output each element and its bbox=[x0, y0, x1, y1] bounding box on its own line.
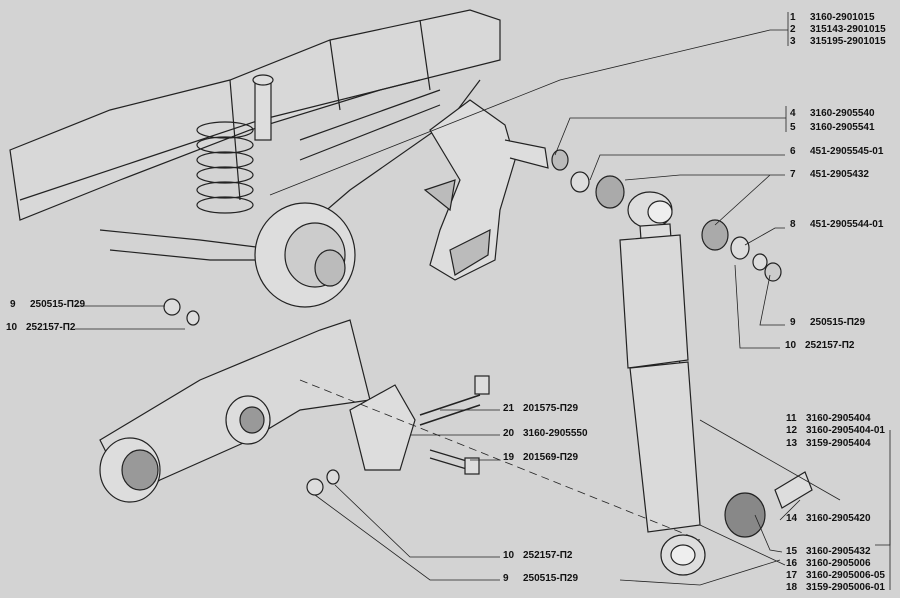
callout-number: 7 bbox=[790, 169, 796, 180]
coil-spring bbox=[196, 74, 274, 214]
callout-number: 19 bbox=[503, 452, 515, 463]
callout-10-right: 10 252157-П2 bbox=[785, 340, 854, 352]
part-number: 252157-П2 bbox=[805, 340, 855, 351]
callout-number: 10 bbox=[6, 322, 18, 333]
leader-lines bbox=[75, 12, 891, 590]
callout-8: 8 451-2905544-01 bbox=[790, 219, 883, 231]
callout-19: 19 201569-П29 bbox=[503, 452, 578, 464]
callout-3: 3 315195-2901015 bbox=[790, 36, 886, 48]
callout-number: 1 bbox=[790, 12, 796, 23]
callout-9-bottom: 9 250515-П29 bbox=[503, 573, 578, 585]
callout-number: 2 bbox=[790, 24, 796, 35]
callout-6: 6 451-2905545-01 bbox=[790, 146, 883, 158]
callout-16: 16 3160-2905006 bbox=[786, 558, 871, 570]
callout-12: 12 3160-2905404-01 bbox=[786, 425, 885, 437]
callout-number: 21 bbox=[503, 403, 515, 414]
callout-number: 18 bbox=[786, 582, 798, 593]
callout-9-right: 9 250515-П29 bbox=[790, 317, 865, 329]
callout-15: 15 3160-2905432 bbox=[786, 546, 871, 558]
callout-9-left: 9 250515-П29 bbox=[10, 299, 85, 311]
callout-20: 20 3160-2905550 bbox=[503, 428, 588, 440]
callout-17: 17 3160-2905006-05 bbox=[786, 570, 885, 582]
callout-21: 21 201575-П29 bbox=[503, 403, 578, 415]
part-number: 250515-П29 bbox=[810, 317, 866, 328]
part-number: 315195-2901015 bbox=[810, 36, 886, 47]
callout-number: 10 bbox=[785, 340, 797, 351]
part-number: 3159-2905404 bbox=[806, 438, 871, 449]
shock-upper-bracket bbox=[423, 99, 569, 281]
callout-number: 3 bbox=[790, 36, 796, 47]
shock-absorber bbox=[619, 191, 706, 576]
callout-11: 11 3160-2905404 bbox=[786, 413, 871, 425]
callout-number: 16 bbox=[786, 558, 798, 569]
callout-number: 15 bbox=[786, 546, 798, 557]
part-number: 201575-П29 bbox=[523, 403, 579, 414]
callout-number: 11 bbox=[786, 413, 797, 424]
callout-7: 7 451-2905432 bbox=[790, 169, 869, 181]
callout-number: 9 bbox=[10, 299, 16, 310]
part-number: 451-2905544-01 bbox=[810, 219, 884, 230]
callout-number: 6 bbox=[790, 146, 796, 157]
part-number: 451-2905432 bbox=[810, 169, 869, 180]
part-number: 201569-П29 bbox=[523, 452, 579, 463]
bushings-washers bbox=[570, 171, 813, 538]
callout-4: 4 3160-2905540 bbox=[790, 108, 875, 120]
callout-5: 5 3160-2905541 bbox=[790, 122, 875, 134]
callout-number: 10 bbox=[503, 550, 515, 561]
part-number: 3159-2905006-01 bbox=[806, 582, 885, 593]
callout-2: 2 315143-2901015 bbox=[790, 24, 886, 36]
callout-10-bottom: 10 252157-П2 bbox=[503, 550, 572, 562]
brake-disc-hub bbox=[254, 89, 441, 308]
callout-14: 14 3160-2905420 bbox=[786, 513, 871, 525]
callout-number: 8 bbox=[790, 219, 796, 230]
part-number: 250515-П29 bbox=[30, 299, 86, 310]
callout-number: 13 bbox=[786, 438, 798, 449]
part-number: 3160-2905006-05 bbox=[806, 570, 885, 581]
part-number: 250515-П29 bbox=[523, 573, 579, 584]
part-number: 315143-2901015 bbox=[810, 24, 886, 35]
part-number: 3160-2905404 bbox=[806, 413, 871, 424]
callout-number: 17 bbox=[786, 570, 798, 581]
callout-number: 5 bbox=[790, 122, 796, 133]
part-number: 3160-2905541 bbox=[810, 122, 875, 133]
part-number: 3160-2905006 bbox=[806, 558, 871, 569]
callout-number: 20 bbox=[503, 428, 515, 439]
callout-18: 18 3159-2905006-01 bbox=[786, 582, 885, 594]
callout-1: 1 3160-2901015 bbox=[790, 12, 875, 24]
callout-number: 12 bbox=[786, 425, 798, 436]
callout-number: 9 bbox=[503, 573, 509, 584]
part-number: 3160-2901015 bbox=[810, 12, 875, 23]
callout-number: 14 bbox=[786, 513, 798, 524]
part-number: 451-2905545-01 bbox=[810, 146, 884, 157]
callout-number: 4 bbox=[790, 108, 796, 119]
part-number: 3160-2905404-01 bbox=[806, 425, 885, 436]
part-number: 3160-2905540 bbox=[810, 108, 875, 119]
part-number: 3160-2905432 bbox=[806, 546, 871, 557]
callout-10-left: 10 252157-П2 bbox=[6, 322, 75, 334]
callout-number: 9 bbox=[790, 317, 796, 328]
part-number: 3160-2905420 bbox=[806, 513, 871, 524]
part-number: 3160-2905550 bbox=[523, 428, 588, 439]
part-number: 252157-П2 bbox=[523, 550, 573, 561]
lower-arm bbox=[99, 319, 371, 503]
callout-13: 13 3159-2905404 bbox=[786, 438, 871, 450]
part-number: 252157-П2 bbox=[26, 322, 76, 333]
